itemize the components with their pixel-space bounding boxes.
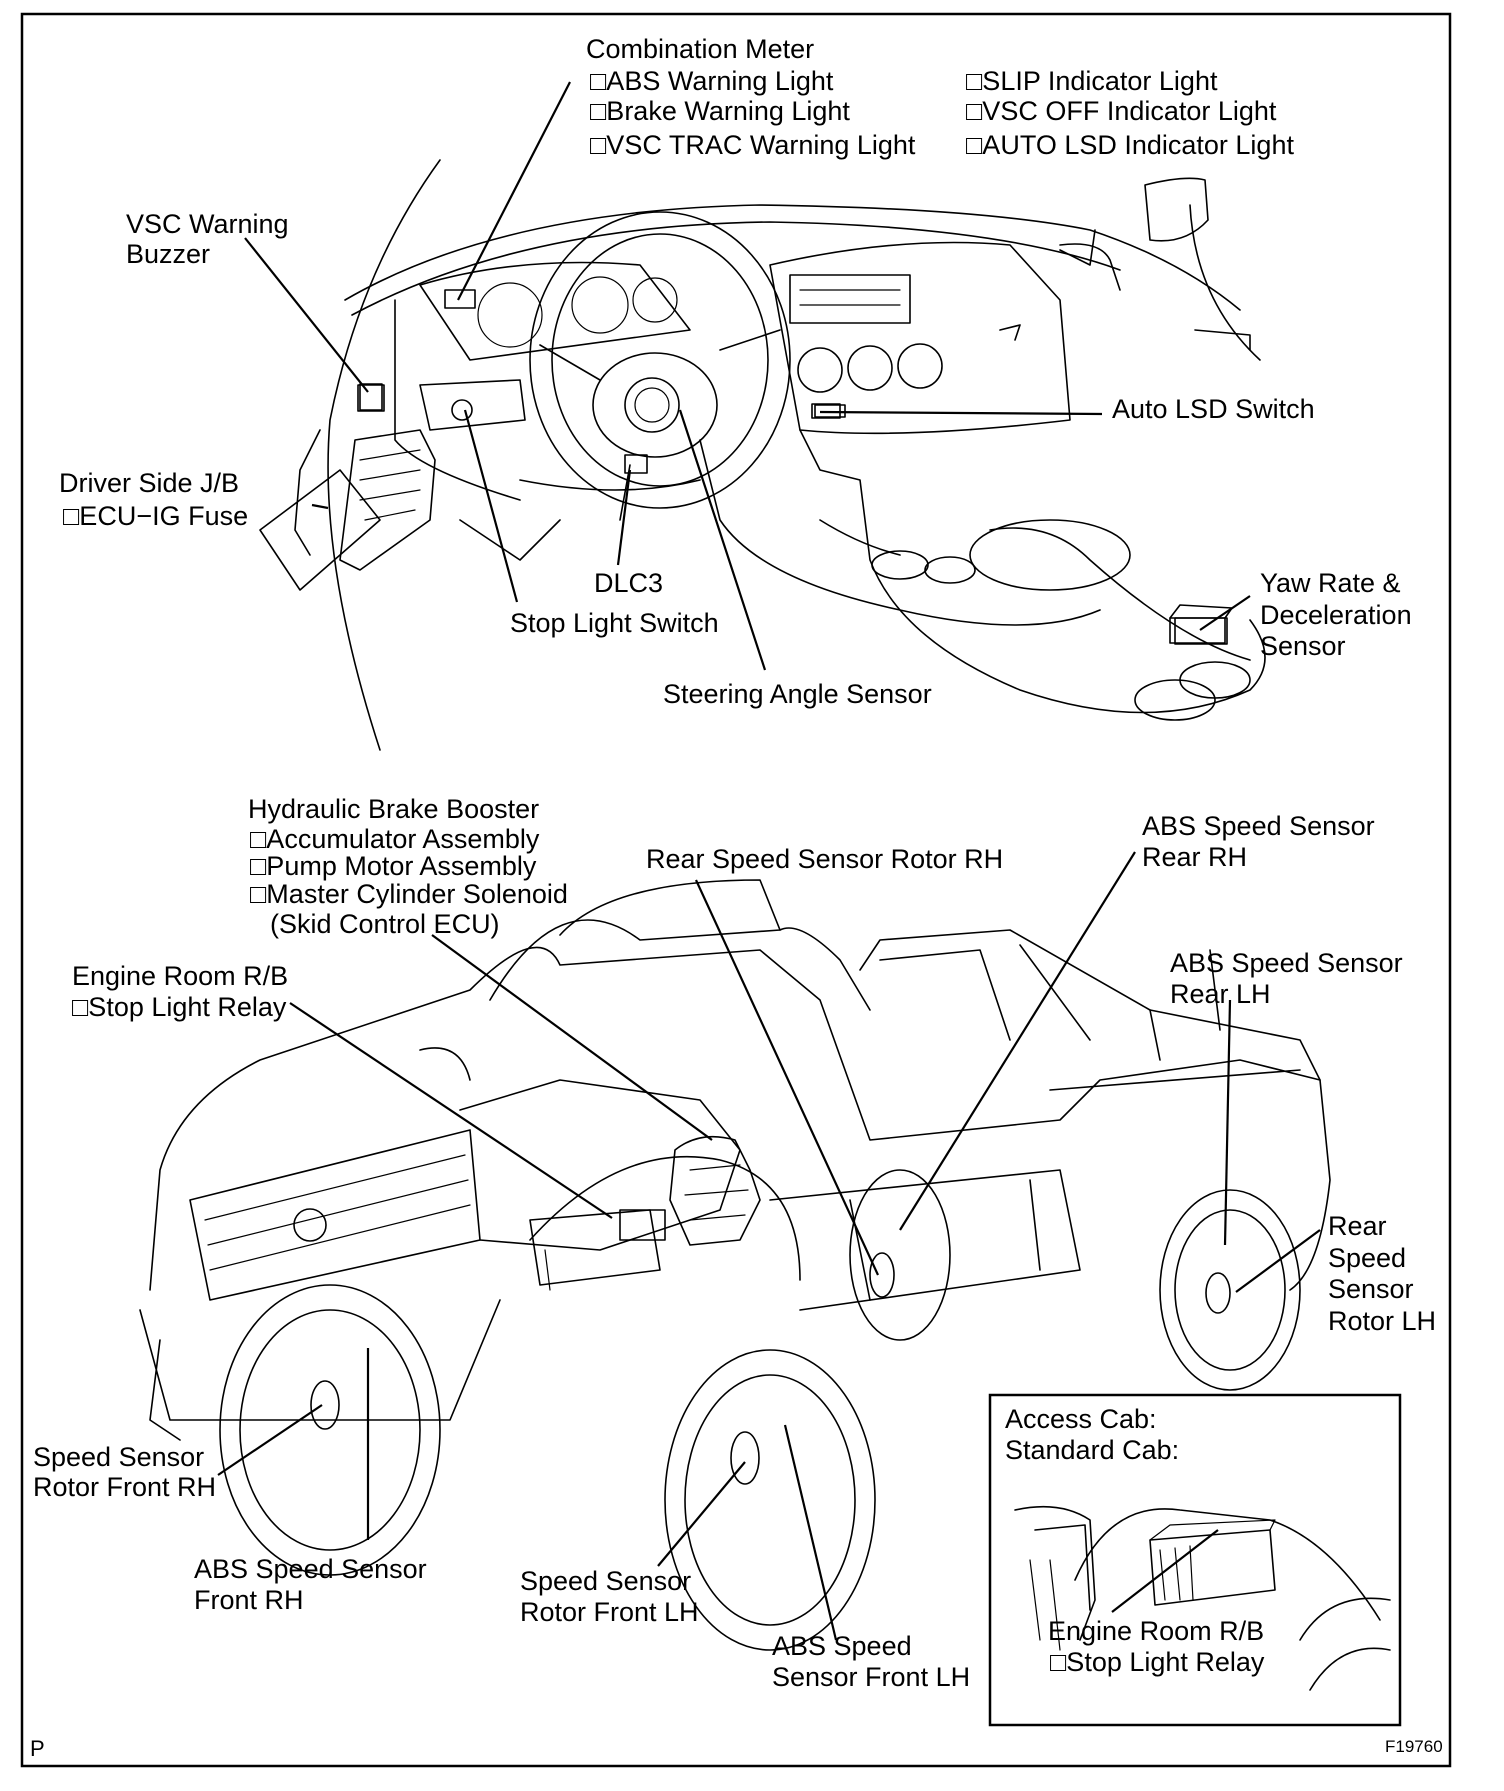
driver-jb-label-line1: Driver Side J/B (59, 468, 239, 498)
rotor-front-lh-line1: Speed Sensor (520, 1566, 691, 1596)
rear-rotor-lh-line4: Rotor LH (1328, 1306, 1436, 1336)
hydraulic-brake-booster-label: Hydraulic Brake Booster (248, 794, 539, 824)
abs-front-lh-line1: ABS Speed (772, 1631, 912, 1661)
vsc-buzzer-marker (359, 383, 383, 411)
auto-lsd-switch-label: Auto LSD Switch (1112, 394, 1315, 424)
rear-rotor-lh-line1: Rear (1328, 1211, 1387, 1241)
inset-engine-room-rb-line1: Engine Room R/B (1048, 1616, 1264, 1646)
access-cab-label: Access Cab: (1005, 1404, 1157, 1434)
abs-front-rh-line1: ABS Speed Sensor (194, 1554, 427, 1584)
master-cylinder-solenoid-label: □Master Cylinder Solenoid (250, 879, 568, 909)
engine-room-rb-label-line1: Engine Room R/B (72, 961, 288, 991)
yaw-rate-label-line1: Yaw Rate & (1260, 568, 1401, 598)
abs-front-lh-line2: Sensor Front LH (772, 1662, 970, 1692)
auto-lsd-indicator-light-label: □AUTO LSD Indicator Light (966, 130, 1294, 160)
auto-lsd-switch-marker (811, 403, 841, 419)
inset-frame (988, 1393, 1402, 1727)
abs-front-rh-line2: Front RH (194, 1585, 304, 1615)
inset-engine-room-rb-line2: □Stop Light Relay (1050, 1647, 1265, 1677)
yaw-rate-label-line2: Deceleration (1260, 600, 1412, 630)
dlc3-label: DLC3 (594, 568, 663, 598)
brake-warning-light-label: □Brake Warning Light (590, 96, 850, 126)
steering-angle-sensor-label: Steering Angle Sensor (663, 679, 932, 709)
slip-indicator-light-label: □SLIP Indicator Light (966, 66, 1218, 96)
abs-speed-sensor-rear-lh-line1: ABS Speed Sensor (1170, 948, 1403, 978)
pump-motor-assembly-label: □Pump Motor Assembly (250, 851, 537, 881)
skid-control-ecu-label: (Skid Control ECU) (270, 909, 500, 939)
rotor-front-rh-line2: Rotor Front RH (33, 1472, 216, 1502)
vsc-buzzer-label-line1: VSC Warning (126, 209, 289, 239)
standard-cab-label: Standard Cab: (1005, 1435, 1179, 1465)
combination-meter-title: Combination Meter (586, 34, 814, 64)
leader-lines (217, 81, 1321, 1641)
rotor-front-rh-line1: Speed Sensor (33, 1442, 204, 1472)
rear-rotor-lh-line3: Sensor (1328, 1274, 1414, 1304)
abs-speed-sensor-rear-rh-line2: Rear RH (1142, 842, 1247, 872)
component-markers (359, 289, 1228, 1241)
vsc-trac-warning-light-label: □VSC TRAC Warning Light (590, 130, 916, 160)
abs-speed-sensor-rear-rh-line1: ABS Speed Sensor (1142, 811, 1375, 841)
driver-jb-label-line2: □ECU−IG Fuse (63, 501, 248, 531)
inset-illustration (1014, 1505, 1391, 1691)
stop-light-switch-label: Stop Light Switch (510, 608, 719, 638)
yaw-rate-sensor-marker (1174, 617, 1228, 645)
abs-speed-sensor-rear-lh-line2: Rear LH (1170, 979, 1271, 1009)
diagram-frame (20, 12, 1452, 1768)
yaw-rate-label-line3: Sensor (1260, 631, 1346, 661)
vsc-buzzer-label-line2: Buzzer (126, 239, 210, 269)
rear-speed-sensor-rotor-rh-label: Rear Speed Sensor Rotor RH (646, 844, 1003, 874)
accumulator-assembly-label: □Accumulator Assembly (250, 824, 540, 854)
combination-meter-marker (444, 289, 476, 309)
corner-mark: P (30, 1736, 45, 1761)
figure-code: F19760 (1385, 1737, 1443, 1756)
dashboard-illustration (259, 159, 1266, 751)
vehicle-illustration (139, 879, 1331, 1651)
engine-room-rb-label-line2: □Stop Light Relay (72, 992, 287, 1022)
abs-warning-light-label: □ABS Warning Light (590, 66, 834, 96)
rotor-front-lh-line2: Rotor Front LH (520, 1597, 699, 1627)
vsc-off-indicator-light-label: □VSC OFF Indicator Light (966, 96, 1277, 126)
engine-room-rb-marker (619, 1209, 666, 1241)
rear-rotor-lh-line2: Speed (1328, 1243, 1406, 1273)
